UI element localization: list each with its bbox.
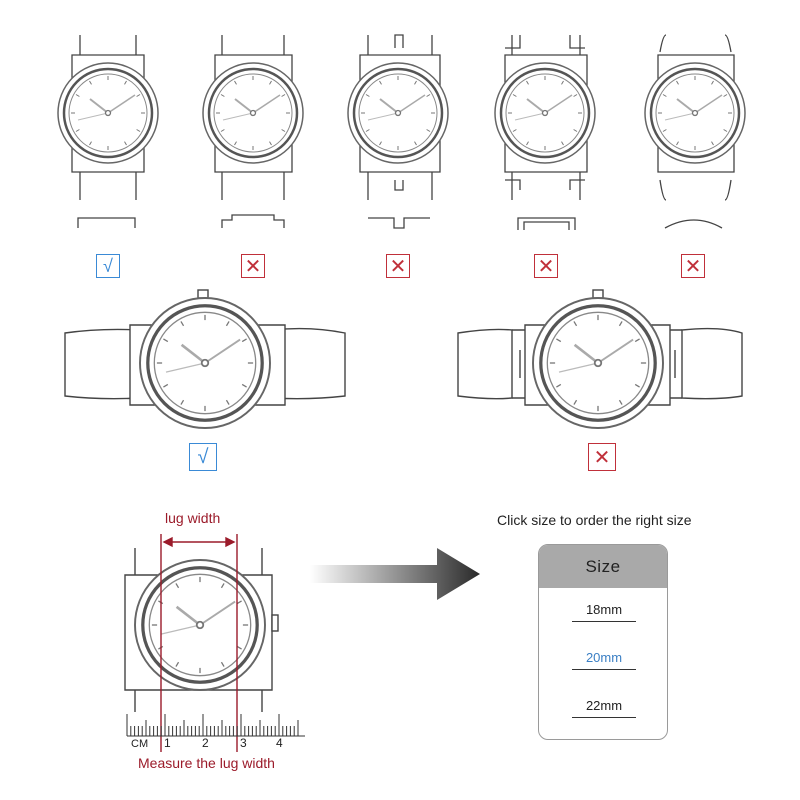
lug-width-indicator <box>160 534 238 752</box>
cross-icon: ✕ <box>681 254 705 278</box>
watch-top-1 <box>56 35 160 228</box>
size-option-20mm[interactable]: 20mm <box>572 650 636 670</box>
ruler-number: 4 <box>276 736 283 750</box>
watch-middle-2 <box>457 289 743 430</box>
size-option-18mm[interactable]: 18mm <box>572 602 636 622</box>
ruler <box>126 714 305 737</box>
size-header: Size <box>539 545 667 588</box>
measure-lug-width-label: Measure the lug width <box>138 755 275 771</box>
size-option-22mm[interactable]: 22mm <box>572 698 636 718</box>
cross-icon: ✕ <box>386 254 410 278</box>
ruler-number: 1 <box>164 736 171 750</box>
lug-width-label: lug width <box>165 510 221 526</box>
cross-icon: ✕ <box>241 254 265 278</box>
watch-top-4 <box>493 35 597 230</box>
cross-icon: ✕ <box>588 443 616 471</box>
watch-top-3 <box>346 34 450 229</box>
ruler-number: 2 <box>202 736 209 750</box>
cross-icon: ✕ <box>534 254 558 278</box>
size-selector: Size 18mm 20mm 22mm <box>538 544 668 740</box>
watch-top-2 <box>201 35 305 228</box>
ruler-unit: CM <box>131 738 149 750</box>
arrow-icon <box>310 548 480 600</box>
watch-middle-1 <box>64 289 346 430</box>
order-instruction: Click size to order the right size <box>497 512 692 528</box>
ruler-number: 3 <box>240 736 247 750</box>
watch-top-5 <box>643 34 747 229</box>
watch-measure <box>124 548 279 712</box>
check-icon: √ <box>189 443 217 471</box>
check-icon: √ <box>96 254 120 278</box>
